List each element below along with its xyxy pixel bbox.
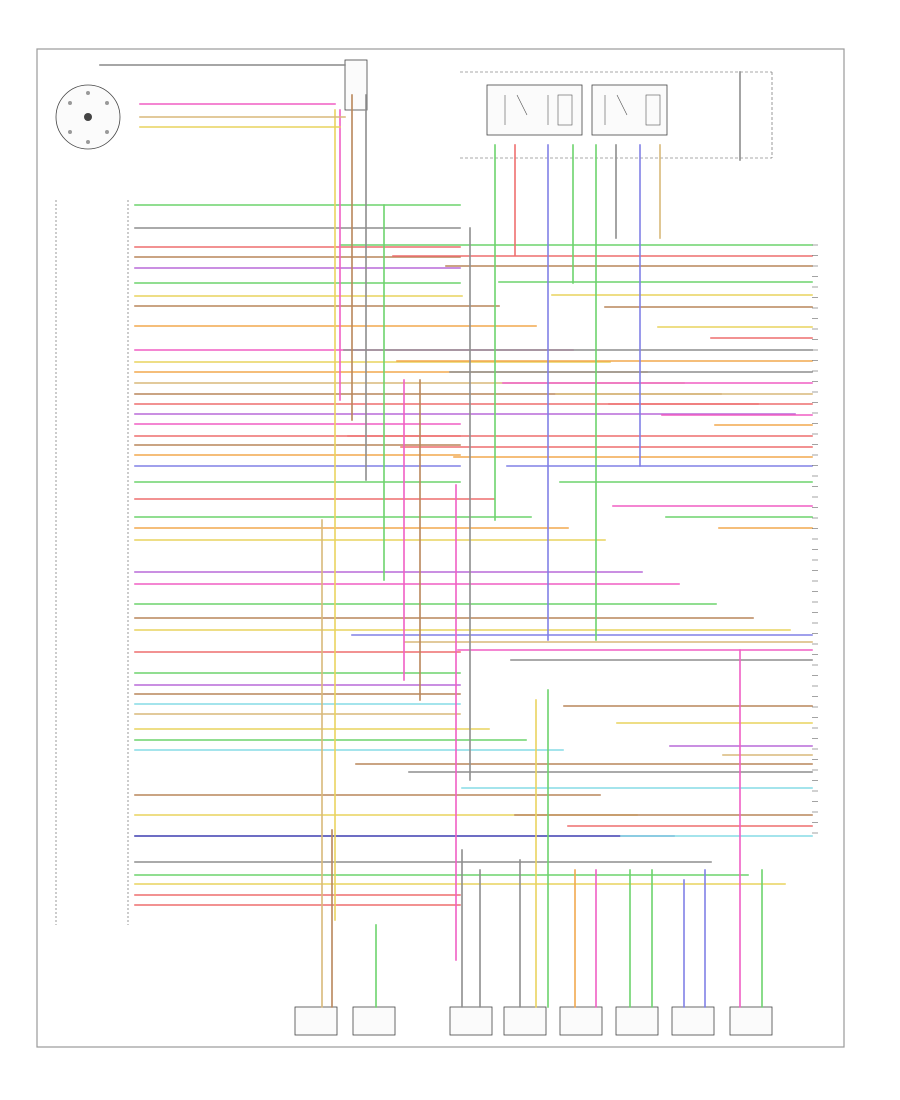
- connector-7: [671, 1006, 715, 1036]
- diagram-frame: [36, 48, 845, 1048]
- auto-shutdown-relay: [591, 84, 668, 136]
- connector-2: [352, 1006, 396, 1036]
- connector-1: [294, 1006, 338, 1036]
- connector-5: [559, 1006, 603, 1036]
- injector-connectors: [294, 1006, 773, 1036]
- connector-3: [449, 1006, 493, 1036]
- wire-bundle: [99, 64, 813, 1008]
- pcm: [55, 200, 129, 925]
- connector-6: [615, 1006, 659, 1036]
- fuel-pump-relay: [486, 84, 583, 136]
- connector-8: [729, 1006, 773, 1036]
- connector-4: [503, 1006, 547, 1036]
- right-pin-column: [812, 244, 818, 834]
- distributor-connector: [344, 59, 368, 111]
- distributor: [55, 84, 121, 150]
